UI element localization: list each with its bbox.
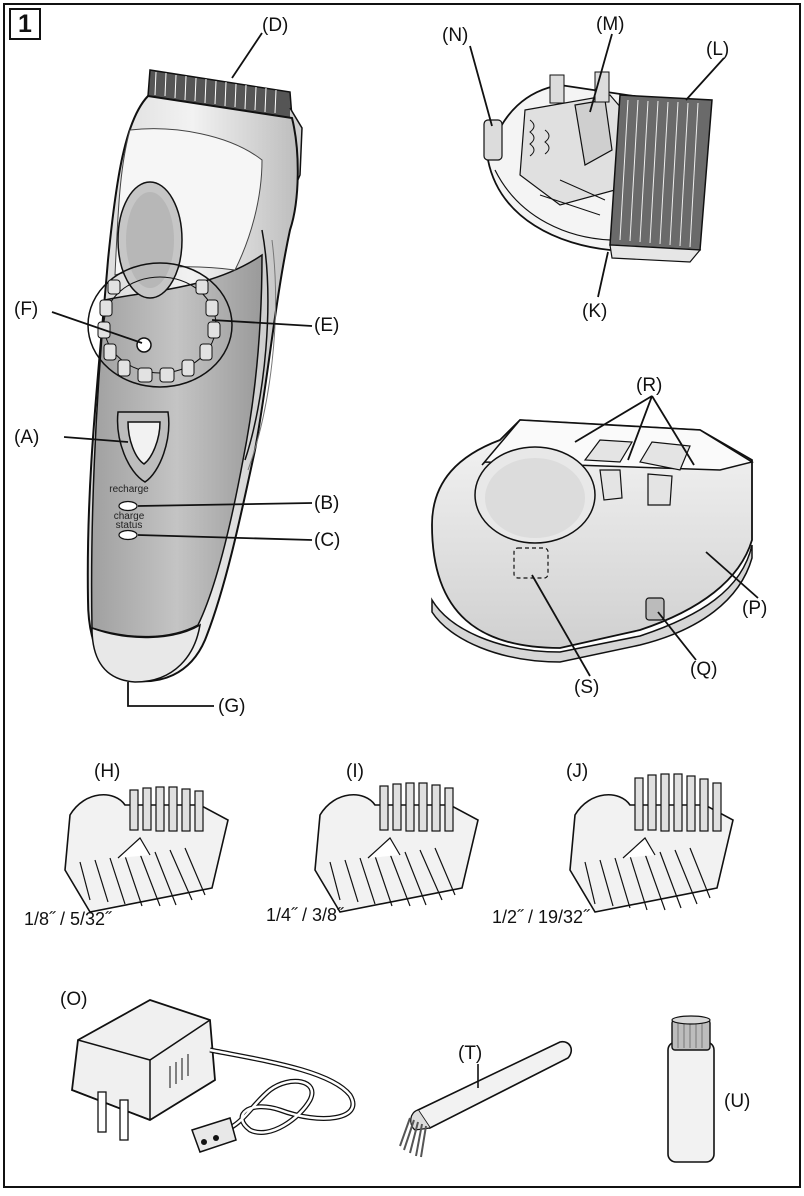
label-p: (P): [742, 598, 768, 619]
label-u: (U): [724, 1091, 751, 1112]
blade-leader-lines: [469, 33, 725, 298]
label-l: (L): [706, 39, 730, 60]
ac-adaptor: [71, 999, 356, 1153]
charge-text: charge: [113, 511, 145, 522]
power-switch: [116, 411, 170, 483]
recharge-lamp: [118, 500, 138, 512]
comb-size-i: 1/4˝ / 3/8˝: [266, 905, 344, 925]
comb-size-j: 1/2˝ / 19/32˝: [492, 907, 590, 927]
comb-attachment-j: [569, 773, 734, 913]
label-n: (N): [442, 25, 469, 46]
stand-leader-lines: [531, 395, 759, 677]
label-g: (G): [218, 696, 246, 717]
clipper-grip: [90, 253, 263, 638]
comb-attachment-h: [64, 786, 229, 913]
oil-bottle: [667, 1015, 715, 1163]
clipper-bottom-cap: [91, 623, 202, 683]
comb-attachment-i: [314, 782, 479, 913]
label-s: (S): [574, 677, 600, 698]
figure-number: 1: [9, 8, 41, 40]
label-q: (Q): [690, 659, 718, 680]
label-h: (H): [94, 761, 121, 782]
label-k: (K): [582, 301, 608, 322]
label-o: (O): [60, 989, 88, 1010]
clipper-leader-lines: [51, 32, 313, 707]
stand-indicator-area: [513, 547, 549, 579]
blade-unit: [483, 71, 713, 263]
label-m: (M): [596, 14, 625, 35]
label-b: (B): [314, 493, 340, 514]
label-r: (R): [636, 375, 663, 396]
label-d: (D): [262, 15, 289, 36]
label-i: (I): [346, 761, 364, 782]
label-t: (T): [458, 1043, 483, 1064]
label-c: (C): [314, 530, 341, 551]
label-a: (A): [14, 427, 40, 448]
status-text: status: [115, 520, 143, 531]
cleaning-brush: [399, 1040, 572, 1158]
label-e: (E): [314, 315, 340, 336]
label-f: (F): [14, 299, 39, 320]
recharge-text: recharge: [109, 484, 149, 495]
comb-size-h: 1/8˝ / 5/32˝: [24, 909, 112, 929]
label-j: (J): [566, 761, 589, 782]
charge-status-lamp: [118, 529, 138, 541]
charging-stand: [431, 419, 754, 663]
